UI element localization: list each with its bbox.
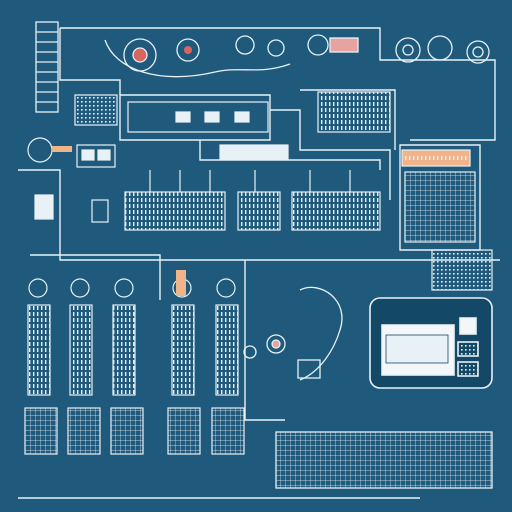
tower-columns: [24, 270, 245, 455]
terminal-strip: [275, 431, 493, 489]
monitor-unit: [369, 297, 493, 389]
pin-grid: [401, 149, 493, 291]
module-row: [34, 170, 381, 231]
dial-cluster: [104, 34, 490, 78]
circuit-board: [27, 91, 391, 168]
gear-icon: [243, 286, 343, 381]
ladder-rack: [35, 21, 59, 113]
